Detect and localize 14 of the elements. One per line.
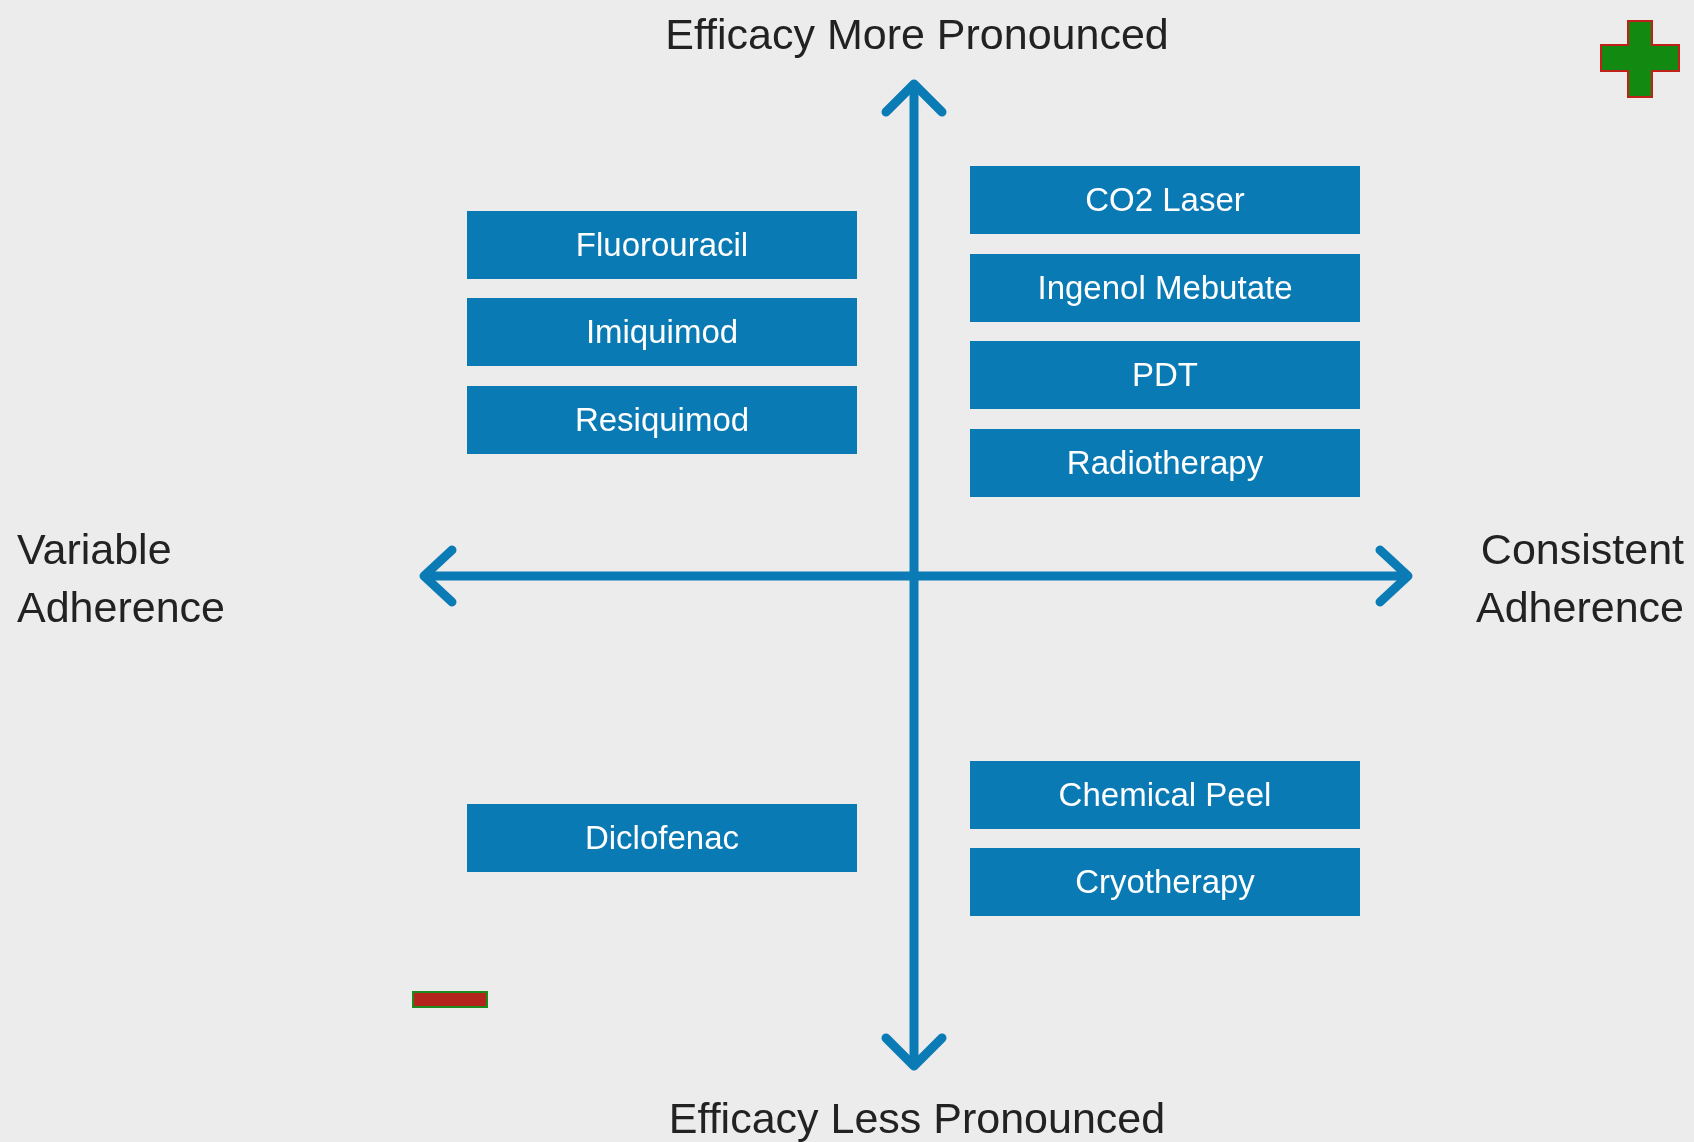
- axis-label: Variable Adherence: [17, 524, 226, 633]
- axis-label: Efficacy More Pronounced: [664, 9, 1170, 60]
- treatment-box: Chemical Peel: [970, 761, 1360, 829]
- axis-label: Consistent Adherence: [1475, 524, 1684, 633]
- treatment-box: CO2 Laser: [970, 166, 1360, 234]
- treatment-box: PDT: [970, 341, 1360, 409]
- treatment-box: Cryotherapy: [970, 848, 1360, 916]
- treatment-box: Resiquimod: [467, 386, 857, 454]
- treatment-box: Ingenol Mebutate: [970, 254, 1360, 322]
- treatment-box: Radiotherapy: [970, 429, 1360, 497]
- treatment-box: Diclofenac: [467, 804, 857, 872]
- treatment-box: Fluorouracil: [467, 211, 857, 279]
- axis-label: Efficacy Less Pronounced: [667, 1093, 1167, 1142]
- treatment-box: Imiquimod: [467, 298, 857, 366]
